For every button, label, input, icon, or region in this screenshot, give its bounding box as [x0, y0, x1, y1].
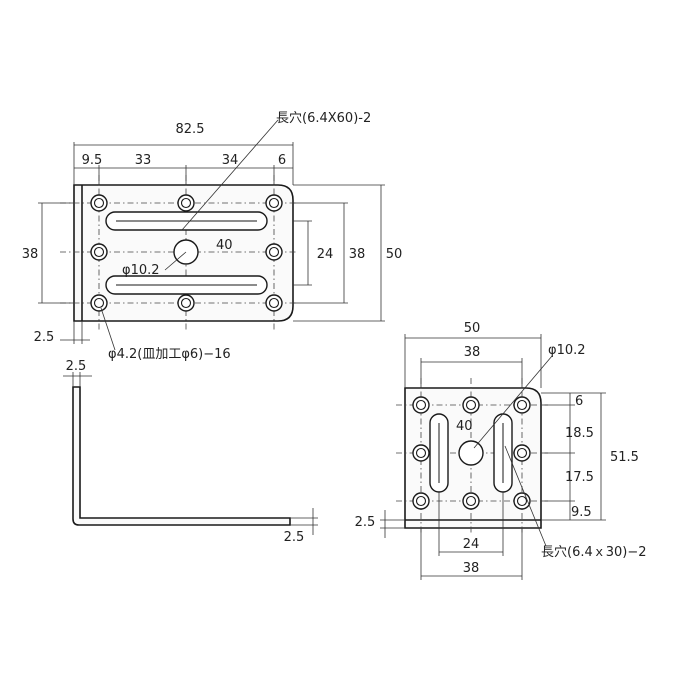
side-thickness-top: 2.5 [66, 359, 87, 374]
end-right-dimensions [541, 392, 606, 521]
plan-pitch-4: 6 [278, 153, 286, 168]
plan-slot-leader [181, 119, 279, 231]
end-thickness: 2.5 [355, 515, 376, 530]
end-bottom-width: 38 [463, 561, 480, 576]
plan-slot-note: 長穴(6.4X60)-2 [276, 111, 371, 126]
end-slot-leader [504, 445, 547, 547]
end-inner-width: 38 [464, 345, 481, 360]
side-l-profile [72, 386, 291, 526]
plan-pitch-2: 33 [135, 153, 152, 168]
end-small-holes [412, 396, 531, 510]
plan-center-hole-dia: φ10.2 [122, 263, 160, 278]
end-bottom-dimensions [420, 492, 523, 580]
end-thickness-dimension [380, 510, 405, 538]
end-pitch-top: 6 [575, 394, 583, 409]
plan-countersink-note: φ4.2(皿加工φ6)−16 [108, 347, 231, 362]
end-center-hole-leader [473, 355, 553, 449]
plan-center-hole-label: 40 [216, 238, 233, 253]
side-view: 2.5 2.5 [63, 359, 318, 545]
end-overall-width: 50 [464, 321, 481, 336]
plan-pitch-1: 9.5 [82, 153, 103, 168]
end-top-dimensions [404, 334, 542, 388]
side-bottom-thickness-dimension [290, 508, 318, 535]
end-center-hole [458, 440, 484, 466]
end-center-hole-label: 40 [456, 419, 473, 434]
end-slot-note: 長穴(6.4ｘ30)−2 [541, 545, 647, 560]
plan-thickness: 2.5 [34, 330, 55, 345]
plan-center-hole-leader [164, 251, 187, 271]
end-overall-height: 51.5 [610, 450, 639, 465]
plan-right-inner: 24 [317, 247, 334, 262]
plan-pitch-3: 34 [222, 153, 239, 168]
end-pitch-2: 18.5 [565, 426, 594, 441]
end-slot-spacing: 24 [463, 537, 480, 552]
plan-countersink-leader [100, 307, 116, 351]
plan-top-dimensions [73, 142, 294, 185]
plan-right-overall: 50 [386, 247, 403, 262]
side-top-thickness-dimension [63, 372, 92, 387]
end-pitch-bottom: 9.5 [571, 505, 592, 520]
plan-view: 82.5 9.5 33 34 6 長穴(6.4X60)-2 38 40 φ10.… [22, 111, 403, 362]
plan-right-dimensions [293, 184, 385, 322]
end-view: 50 38 φ10.2 40 6 18.5 17.5 9.5 51.5 2.5 [355, 321, 647, 580]
plan-thickness-dimension [60, 321, 90, 344]
plan-left-height: 38 [22, 247, 39, 262]
plan-overall-width: 82.5 [176, 122, 205, 137]
end-pitch-3: 17.5 [565, 470, 594, 485]
plan-left-dimension [38, 202, 74, 304]
end-center-hole-dia: φ10.2 [548, 343, 586, 358]
plan-small-holes [90, 194, 283, 312]
side-thickness-bottom: 2.5 [284, 530, 305, 545]
plan-right-mid: 38 [349, 247, 366, 262]
